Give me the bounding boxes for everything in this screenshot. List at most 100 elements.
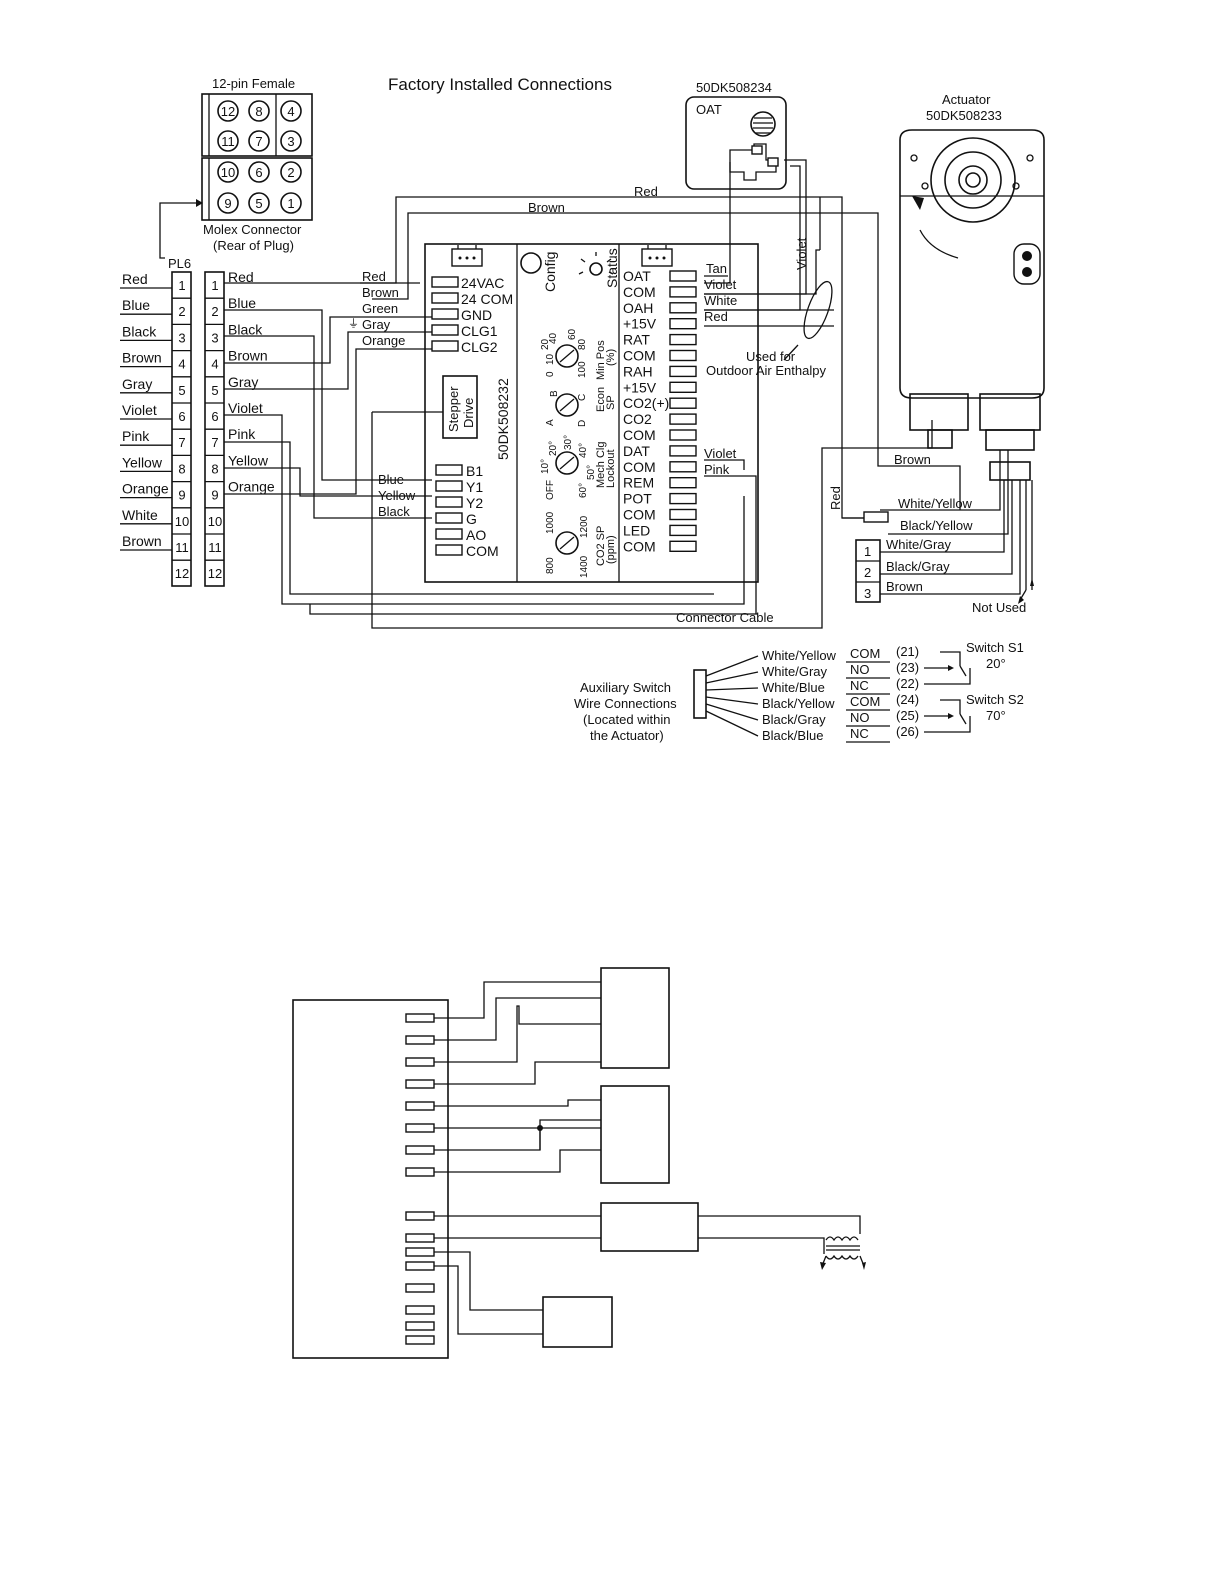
controller-terminal: COM bbox=[466, 543, 499, 559]
ground-symbol: ⏚ bbox=[348, 317, 359, 330]
connector-pin bbox=[217, 192, 239, 214]
aux-terminal-number: (23) bbox=[896, 660, 919, 675]
aux-terminal-label: COM bbox=[850, 646, 880, 661]
actuator-wire-black-yellow: Black/Yellow bbox=[900, 518, 973, 533]
enthalpy-note-2: Outdoor Air Enthalpy bbox=[706, 363, 826, 378]
controller-terminal: CLG1 bbox=[461, 323, 498, 339]
pl6-pin-number: 9 bbox=[178, 488, 185, 503]
pl6-pin-number: 12 bbox=[175, 566, 189, 581]
aux-wire-label: White/Blue bbox=[762, 680, 825, 695]
ctrl-wire-gray: Gray bbox=[362, 317, 391, 332]
connector-pin-number: 4 bbox=[287, 104, 294, 119]
aux-wire-label: Black/Blue bbox=[762, 728, 823, 743]
aux-caption: the Actuator) bbox=[590, 728, 664, 743]
ctrl-wire-blue: Blue bbox=[378, 472, 404, 487]
connector-pin-number: 3 bbox=[287, 134, 294, 149]
pl6-left-wire-label: Pink bbox=[122, 428, 150, 444]
terminal-pin bbox=[405, 1035, 435, 1045]
actuator-wire-violet: Violet bbox=[794, 237, 809, 270]
pl6-pin-number: 4 bbox=[178, 357, 185, 372]
connector-cable-label: Connector Cable bbox=[676, 610, 774, 625]
terminal-pin bbox=[405, 1167, 435, 1177]
controller-terminal: +15V bbox=[623, 316, 657, 332]
switch-s2-angle: 70° bbox=[986, 708, 1006, 723]
terminal-pin bbox=[405, 1321, 435, 1331]
connector-pin bbox=[217, 161, 239, 183]
pot-min-pos-unit: (%) bbox=[605, 349, 617, 366]
pl6-pin-number: 3 bbox=[178, 330, 185, 345]
oat-label: OAT bbox=[696, 102, 722, 117]
connector-pin-number: 10 bbox=[221, 165, 235, 180]
pl6-pin-number: 1 bbox=[178, 278, 185, 293]
pl6-pin-number: 11 bbox=[208, 540, 222, 555]
ctrl-wire-violet: Violet bbox=[704, 277, 737, 292]
pl6-pin-number: 6 bbox=[178, 409, 185, 424]
terminal-pin bbox=[405, 1261, 435, 1271]
controller-terminal: RAH bbox=[623, 363, 653, 379]
aux-terminal-number: (24) bbox=[896, 692, 919, 707]
terminal-pin bbox=[405, 1145, 435, 1155]
ctrl-wire-green: Green bbox=[362, 301, 398, 316]
controller-terminal: CLG2 bbox=[461, 339, 498, 355]
controller-part-number: 50DK508232 bbox=[495, 378, 511, 460]
switch-s1-label: Switch S1 bbox=[966, 640, 1024, 655]
controller-terminal: DAT bbox=[623, 443, 650, 459]
pl6-right-wire-label: Black bbox=[228, 321, 263, 337]
controller-terminal: +15V bbox=[623, 379, 657, 395]
controller-terminal: 24VAC bbox=[461, 275, 504, 291]
connector-pin-number: 6 bbox=[255, 165, 262, 180]
aux-terminal-label: COM bbox=[850, 694, 880, 709]
aux-wire-label: White/Gray bbox=[762, 664, 828, 679]
oat-sensor: 50DK508234 OAT bbox=[685, 80, 807, 311]
pl6-pin-number: 8 bbox=[178, 461, 185, 476]
top-wire-brown: Brown bbox=[528, 200, 565, 215]
pot-econ-tick: A bbox=[545, 419, 556, 426]
pl6-right-wire-label: Red bbox=[228, 269, 254, 285]
pl6-pin-number: 10 bbox=[208, 514, 222, 529]
pot-min-pos-tick: 40 bbox=[548, 332, 559, 344]
pot-mech-tick: 10° bbox=[540, 459, 551, 474]
status-label: Status bbox=[604, 248, 620, 288]
pot-co2-tick: 1200 bbox=[579, 515, 590, 538]
pl6-left-wire-label: Red bbox=[122, 271, 148, 287]
switch-s2-label: Switch S2 bbox=[966, 692, 1024, 707]
controller-terminal: LED bbox=[623, 522, 650, 538]
connector-pin bbox=[280, 192, 302, 214]
pl6-left-wire-label: Black bbox=[122, 323, 157, 339]
controller-terminal: POT bbox=[623, 491, 652, 507]
aux-terminal-number: (22) bbox=[896, 676, 919, 691]
connector-header: 12-pin Female bbox=[212, 76, 295, 91]
controller-terminal: COM bbox=[623, 459, 656, 475]
pot-co2-tick: 800 bbox=[545, 557, 556, 574]
pot-mech-unit: Lockout bbox=[605, 449, 617, 488]
controller-terminal: 24 COM bbox=[461, 291, 513, 307]
connector-pin bbox=[248, 161, 270, 183]
terminal-pin bbox=[405, 1013, 435, 1023]
pl6-pin-number: 1 bbox=[211, 278, 218, 293]
pot-min-pos-label: Min Pos bbox=[595, 340, 607, 380]
connector-pin-number: 9 bbox=[224, 196, 231, 211]
pot-min-pos-tick: 20 bbox=[540, 338, 551, 350]
pl6-left-wire-label: Violet bbox=[122, 402, 157, 418]
pl6-left-wire-label: Yellow bbox=[122, 454, 163, 470]
ctrl-wire-yellow: Yellow bbox=[378, 488, 416, 503]
pot-mech-tick: 40° bbox=[578, 443, 589, 458]
pl6-right-wire-label: Yellow bbox=[228, 452, 269, 468]
auxiliary-switch: Auxiliary Switch Wire Connections (Locat… bbox=[574, 640, 1024, 743]
actuator-label: Actuator bbox=[942, 92, 991, 107]
controller-terminal: OAH bbox=[623, 300, 653, 316]
pl6-pin-number: 5 bbox=[178, 383, 185, 398]
connector-pin bbox=[217, 100, 239, 122]
aux-caption: (Located within bbox=[583, 712, 670, 727]
connector-pin-number: 2 bbox=[287, 165, 294, 180]
ctrl-wire-orange: Orange bbox=[362, 333, 405, 348]
pl6-right-wire-label: Pink bbox=[228, 426, 256, 442]
pl6-left-wire-label: Brown bbox=[122, 533, 162, 549]
pl6-right-wire-label: Blue bbox=[228, 295, 256, 311]
aux-caption: Auxiliary Switch bbox=[580, 680, 671, 695]
oat-part-number: 50DK508234 bbox=[696, 80, 772, 95]
pot-mech-tick: 30° bbox=[563, 435, 574, 450]
